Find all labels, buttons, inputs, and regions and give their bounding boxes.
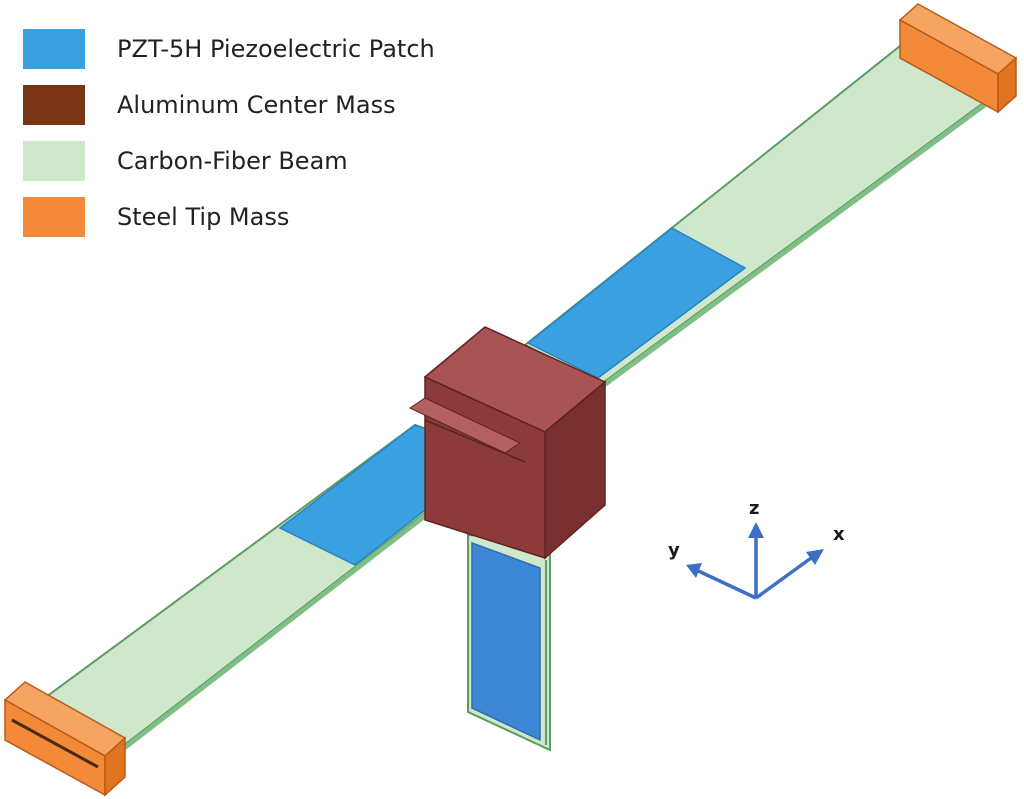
y-axis-arrow <box>691 566 757 600</box>
center-mass-clamp-step <box>408 397 522 454</box>
x-axis-arrow <box>754 551 820 600</box>
legend-label-carbon-beam: Carbon-Fiber Beam <box>117 147 348 175</box>
tip-mass-left <box>3 681 127 797</box>
legend-swatch-carbon-beam <box>23 141 85 181</box>
legend-label-tip-mass: Steel Tip Mass <box>117 203 290 231</box>
legend-item-carbon-beam: Carbon-Fiber Beam <box>23 141 483 181</box>
z-axis-label: z <box>749 498 759 519</box>
legend-swatch-tip-mass <box>23 197 85 237</box>
tip-mass-left-slot <box>11 718 99 769</box>
legend-item-piezo-patch: PZT-5H Piezoelectric Patch <box>23 29 483 69</box>
legend-swatch-piezo-patch <box>23 29 85 69</box>
x-axis-arrowhead <box>806 549 824 565</box>
z-axis-arrowhead <box>748 522 764 538</box>
x-axis-label: x <box>833 524 845 545</box>
legend: PZT-5H Piezoelectric Patch Aluminum Cent… <box>23 29 483 253</box>
tip-mass-right <box>898 3 1018 114</box>
axis-triad: z x y <box>668 498 845 600</box>
y-axis-label: y <box>668 540 680 561</box>
legend-item-tip-mass: Steel Tip Mass <box>23 197 483 237</box>
beam-right-underside <box>600 98 990 391</box>
center-mass <box>408 326 607 560</box>
piezo-patch-upper <box>526 227 747 379</box>
legend-label-piezo-patch: PZT-5H Piezoelectric Patch <box>117 35 435 63</box>
beam-right-arm <box>523 40 992 391</box>
legend-item-center-mass: Aluminum Center Mass <box>23 85 483 125</box>
legend-swatch-center-mass <box>23 85 85 125</box>
tip-mass-right-side <box>997 56 1017 114</box>
vertical-piezo-patch <box>471 541 541 742</box>
tip-mass-left-side <box>104 736 126 797</box>
y-axis-arrowhead <box>686 563 702 578</box>
vertical-beam <box>467 533 551 752</box>
center-mass-groove <box>424 419 526 463</box>
legend-label-center-mass: Aluminum Center Mass <box>117 91 396 119</box>
beam-left-underside <box>118 455 500 756</box>
